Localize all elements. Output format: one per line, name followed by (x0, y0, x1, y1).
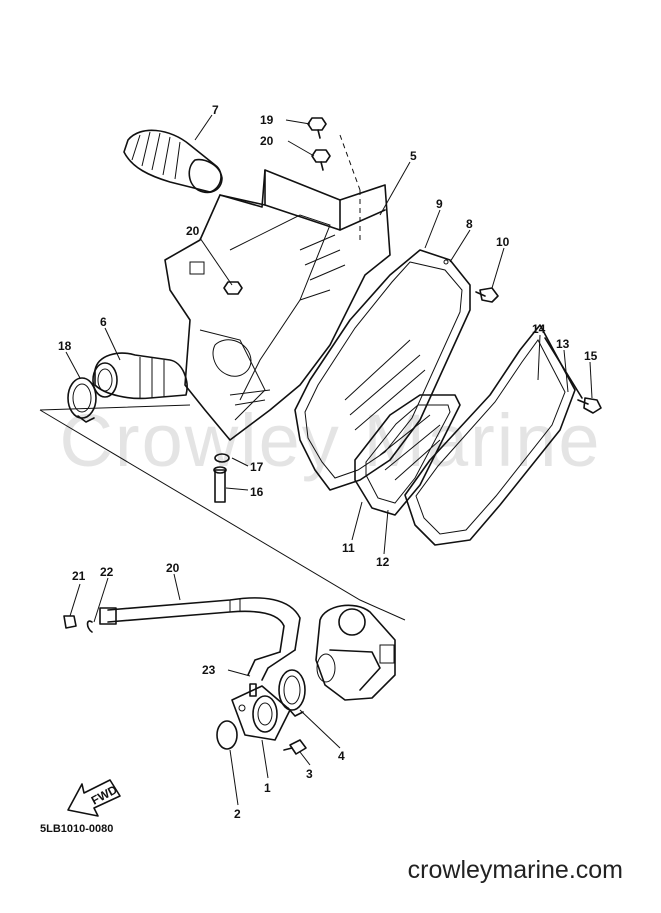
intake-duct-part (123, 129, 223, 194)
callout-3: 3 (306, 767, 313, 781)
drain-plug-part (213, 466, 227, 503)
intake-joint-part (231, 683, 291, 741)
screw-20-left-part (223, 281, 243, 295)
callout-2: 2 (234, 807, 241, 821)
callout-18: 18 (58, 339, 72, 353)
diagram-code: 5LB1010-0080 (40, 823, 114, 835)
callout-23-left: 22 (100, 565, 114, 579)
callout-1: 1 (264, 781, 271, 795)
callout-10: 10 (496, 235, 510, 249)
screw-20-top-part (311, 149, 331, 171)
callout-21: 20 (166, 561, 180, 575)
carburetor-part (315, 604, 396, 701)
callout-4: 4 (338, 749, 345, 763)
leader-lines (65, 114, 593, 806)
callout-20-top: 20 (260, 134, 274, 148)
watermark-text: Crowley Marine (59, 399, 602, 482)
screw-10-part (475, 287, 499, 303)
hose-clamp-18-part (67, 377, 97, 423)
clip-23-left-part (86, 620, 93, 633)
clamp-4-part (278, 669, 306, 717)
joint-hose-part (92, 352, 188, 400)
callout-17: 17 (250, 460, 264, 474)
screw-15-part (577, 397, 602, 414)
callout-19: 19 (260, 113, 274, 127)
callout-5: 5 (410, 149, 417, 163)
callout-13: 13 (556, 337, 570, 351)
callout-6: 6 (100, 315, 107, 329)
element-gasket-part (354, 394, 461, 516)
assembly-dashed-line (339, 134, 361, 240)
air-cleaner-case-part (164, 169, 391, 441)
callout-16: 16 (250, 485, 264, 499)
outer-cap-part (404, 324, 583, 546)
callout-8: 8 (466, 217, 473, 231)
assembly-frame-line (39, 404, 406, 621)
callout-9: 9 (436, 197, 443, 211)
callout-labels: 7 19 20 5 20 9 8 10 6 18 14 13 15 17 16 … (58, 103, 598, 821)
callout-14: 14 (532, 322, 546, 336)
o-ring-part (216, 720, 238, 750)
case-cover-part (294, 249, 471, 491)
callout-20-left: 20 (186, 224, 200, 238)
callout-22: 21 (72, 569, 86, 583)
callout-23-bottom: 23 (202, 663, 216, 677)
callout-15: 15 (584, 349, 598, 363)
forward-arrow-icon: FWD (67, 779, 121, 817)
bolt-22-part (63, 615, 77, 629)
clip-17-part (214, 453, 230, 463)
callout-12: 12 (376, 555, 390, 569)
screw-19-part (307, 117, 327, 139)
bolt-3-part (283, 739, 307, 755)
callout-11: 11 (342, 541, 355, 555)
callout-7: 7 (212, 103, 219, 117)
breather-hose-part (99, 597, 301, 681)
website-footer: crowleymarine.com (407, 856, 623, 884)
